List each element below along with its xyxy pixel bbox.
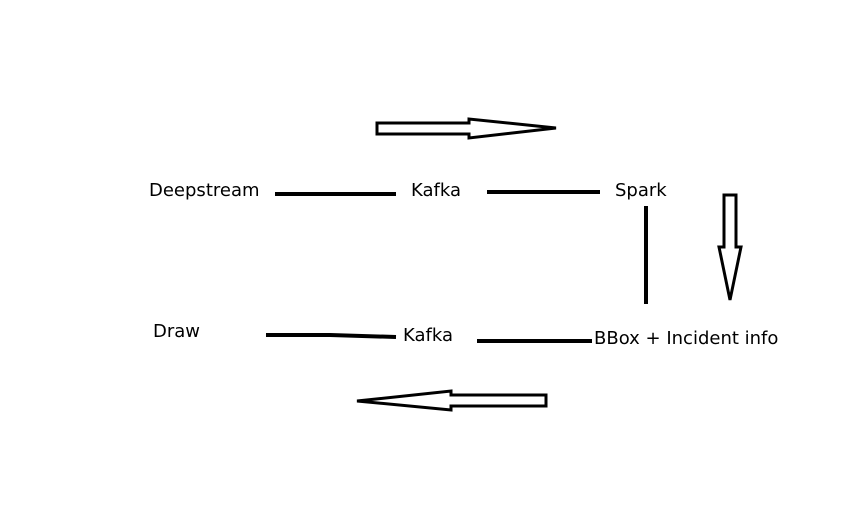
node-kafka-top: Kafka (411, 180, 461, 201)
connector-draw-kafka (266, 333, 397, 339)
node-draw: Draw (153, 321, 201, 342)
node-bbox-incident-info: BBox + Incident info (594, 328, 779, 349)
arrow-right-outline-icon (375, 117, 557, 140)
node-spark: Spark (615, 180, 667, 201)
arrow-down-outline-icon (717, 193, 743, 301)
arrow-left-outline-icon (356, 389, 548, 412)
node-kafka-bottom: Kafka (403, 325, 453, 346)
node-deepstream: Deepstream (149, 180, 260, 201)
